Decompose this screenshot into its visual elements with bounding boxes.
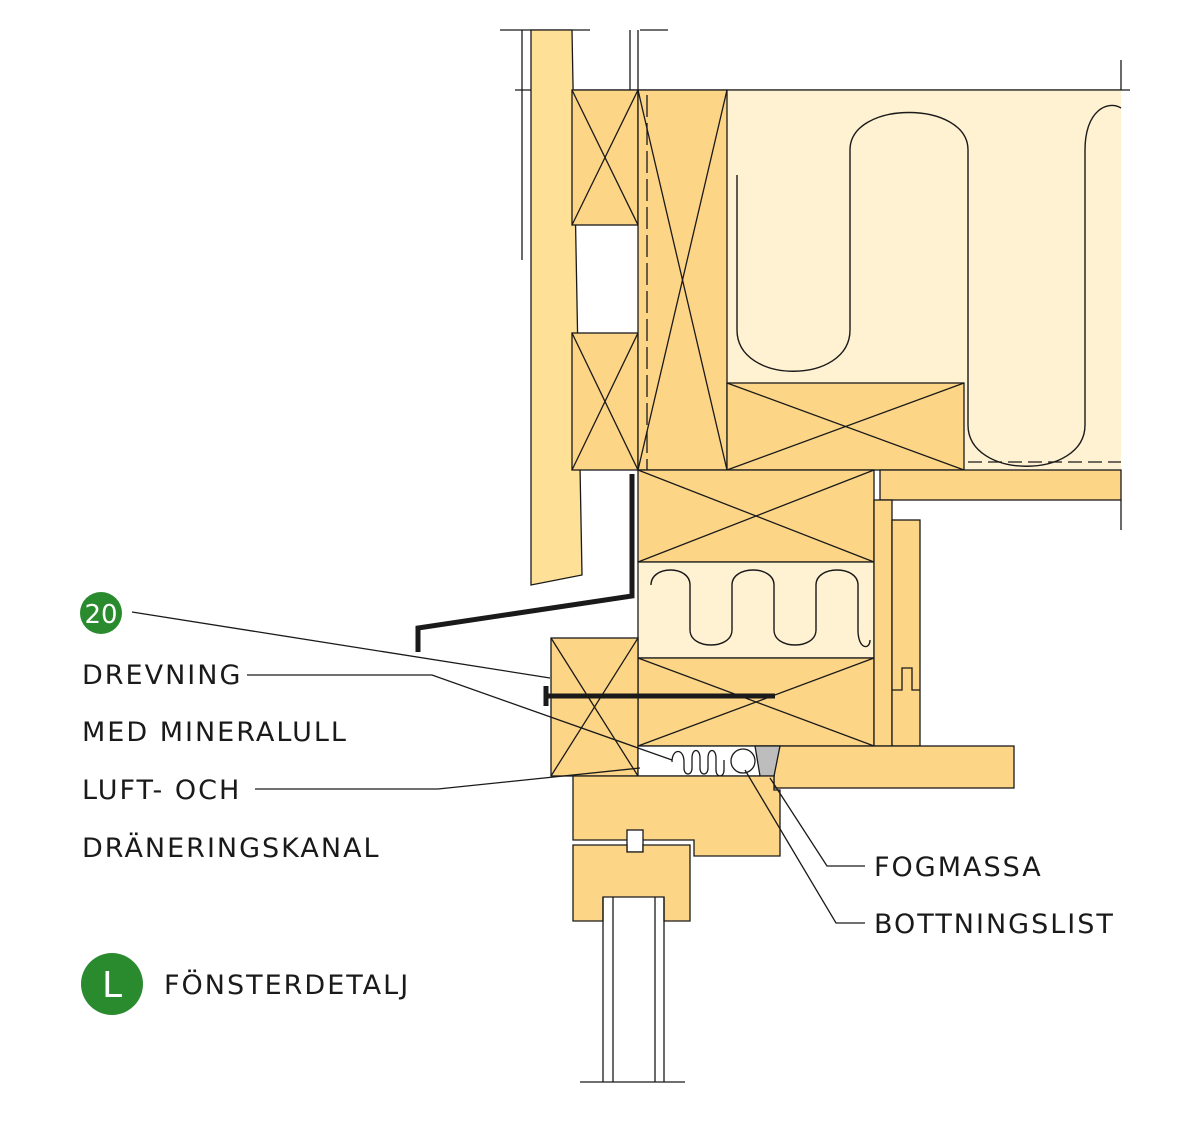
badge-20: 20 [80, 592, 122, 634]
label-draneringskanal: DRÄNERINGSKANAL [82, 832, 381, 864]
exterior-cladding [530, 29, 583, 586]
label-drevning: DREVNING [82, 660, 242, 691]
wall-section [415, 29, 1130, 1083]
label-bottningslist: BOTTNINGSLIST [874, 909, 1115, 940]
detail-title: FÖNSTERDETALJ [164, 969, 410, 1001]
detail-letter: L [102, 965, 122, 1006]
window-frame [572, 775, 781, 857]
window-sash [572, 844, 691, 922]
label-luft-och: LUFT- OCH [82, 775, 241, 806]
flashing [415, 474, 635, 652]
interior-board [879, 469, 1122, 501]
lining-strip [873, 499, 893, 747]
head-insulation-wave [650, 569, 871, 648]
interior-sill [773, 745, 1015, 789]
label-med-mineralull: MED MINERALULL [82, 717, 348, 748]
badge-20-number: 20 [84, 600, 117, 630]
fog-gasket [671, 749, 725, 777]
label-fogmassa: FOGMASSA [874, 852, 1043, 883]
backer-rod [730, 748, 756, 774]
head-insulation [637, 561, 875, 659]
casing-trim [891, 519, 921, 747]
leader-lines [131, 611, 865, 924]
detail-badge: L [81, 953, 143, 1015]
insulation-wave [736, 104, 1122, 467]
